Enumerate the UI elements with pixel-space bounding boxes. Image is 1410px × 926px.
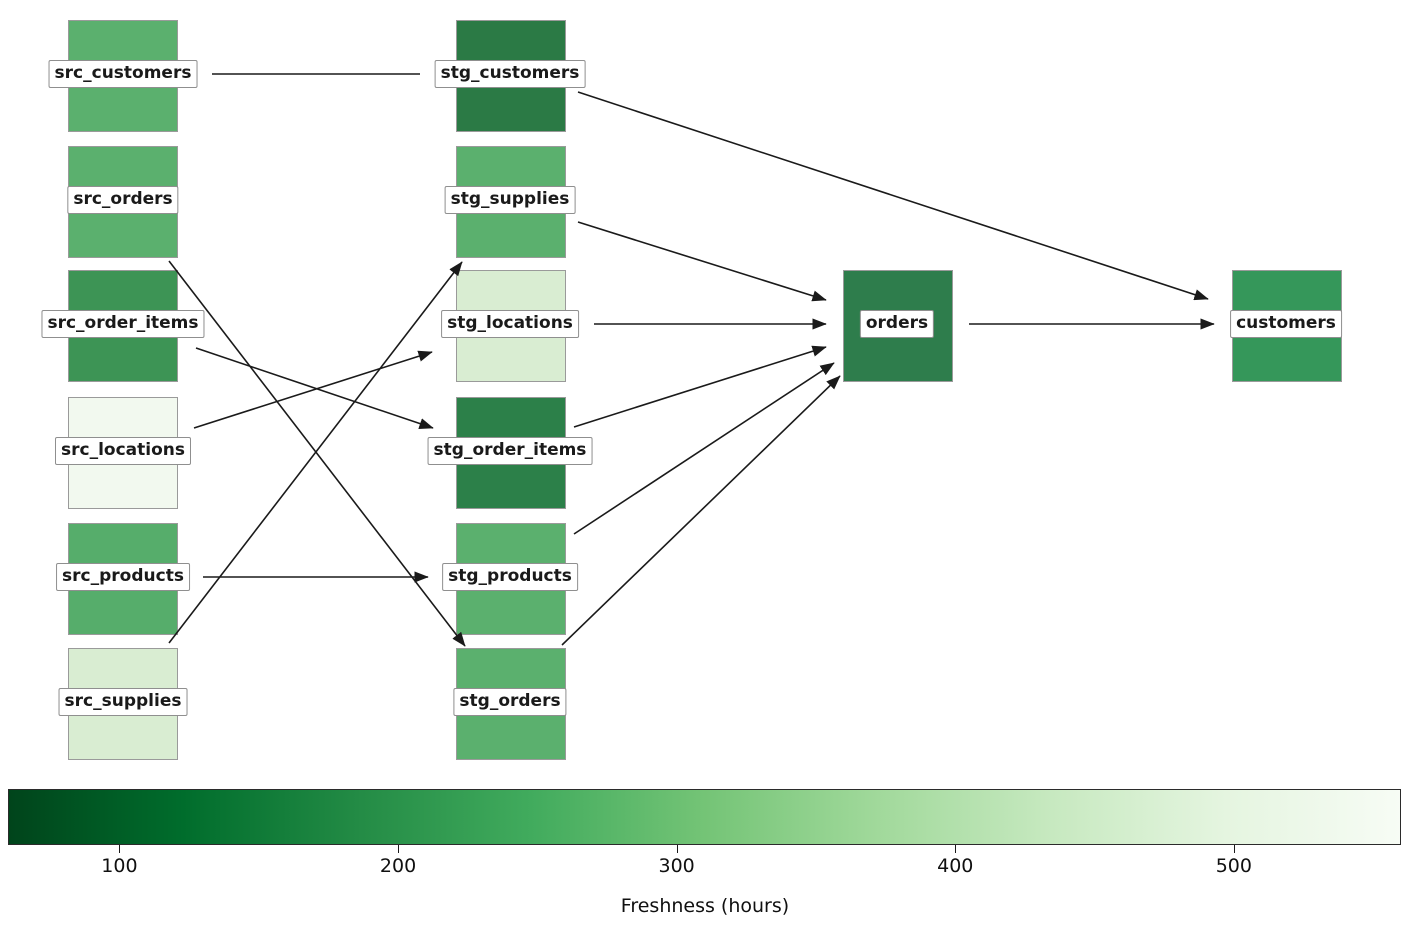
edge-stg-customers-to-customers [577,91,1209,301]
colorbar-tick-100 [119,845,121,853]
node-label-src-locations[interactable]: src_locations [55,437,191,465]
colorbar-tick-400 [955,845,957,853]
node-label-src-supplies[interactable]: src_supplies [58,688,188,716]
colorbar-ticklabel-200: 200 [379,855,417,877]
node-label-stg-locations[interactable]: stg_locations [441,310,579,338]
node-label-customers[interactable]: customers [1230,310,1342,338]
node-label-orders[interactable]: orders [859,310,935,338]
colorbar-ticklabel-500: 500 [1215,855,1252,877]
colorbar [8,789,1401,845]
node-label-src-orders[interactable]: src_orders [67,186,179,214]
colorbar-ticks: 100 200 300 400 500 [8,845,1401,895]
node-label-stg-products[interactable]: stg_products [442,563,578,591]
node-label-src-products[interactable]: src_products [56,563,190,591]
colorbar-ticklabel-400: 400 [937,855,974,877]
colorbar-gradient [8,789,1401,845]
colorbar-axis-label: Freshness (hours) [620,895,790,917]
node-label-stg-order-items[interactable]: stg_order_items [427,437,593,465]
colorbar-tick-200 [398,845,400,853]
edge-src-order-items-to-stg-order-items [195,347,434,429]
edge-src-locations-to-stg-locations [193,350,433,429]
colorbar-tick-500 [1233,845,1235,853]
node-label-stg-orders[interactable]: stg_orders [453,688,567,716]
edge-stg-order-items-to-orders [573,345,827,428]
edge-src-supplies-to-stg-supplies [168,261,463,644]
colorbar-ticklabel-300: 300 [658,855,695,877]
edge-stg-orders-to-orders [561,375,841,646]
edge-stg-products-to-orders [573,362,835,535]
colorbar-ticklabel-100: 100 [101,855,138,877]
edge-stg-supplies-to-orders [577,221,827,302]
node-label-stg-supplies[interactable]: stg_supplies [444,186,576,214]
node-label-stg-customers[interactable]: stg_customers [434,60,586,88]
node-label-src-customers[interactable]: src_customers [48,60,198,88]
colorbar-tick-300 [676,845,678,853]
node-label-src-order-items[interactable]: src_order_items [41,310,205,338]
edge-src-orders-to-stg-orders [168,260,466,647]
